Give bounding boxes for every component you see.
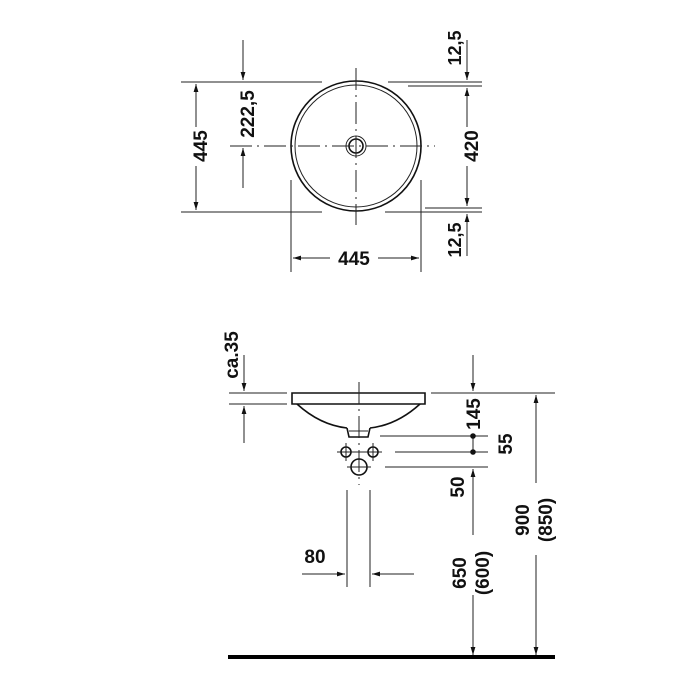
rim-bottom-label: 12,5 <box>445 222 465 257</box>
drain-depth-label: 145 <box>464 398 485 430</box>
top-view: 445 222,5 12,5 420 12,5 445 <box>181 30 483 272</box>
basin-rim <box>291 392 426 405</box>
trap-spacing-label: 55 <box>496 433 517 455</box>
basin-bowl <box>296 403 421 429</box>
rim-top-label: 12,5 <box>445 30 465 65</box>
rim-height-label: ca.35 <box>222 331 243 379</box>
inner-diameter-label: 420 <box>462 130 483 162</box>
dimension-dot <box>470 433 476 439</box>
pipe-height-label: 650 <box>450 557 471 589</box>
dimension-dot <box>470 449 476 455</box>
side-view: ca.35 145 55 50 650 (600) 900 (850) 80 <box>222 331 557 659</box>
width-label: 445 <box>338 249 370 270</box>
half-depth-label: 222,5 <box>238 90 259 138</box>
trap-offset-label: 50 <box>448 476 469 497</box>
total-height-alt-label: (850) <box>536 498 557 542</box>
pipe-height-alt-label: (600) <box>473 551 494 595</box>
pipe-spacing-label: 80 <box>304 547 325 568</box>
total-height-label: 900 <box>513 504 534 536</box>
depth-label: 445 <box>191 130 212 162</box>
